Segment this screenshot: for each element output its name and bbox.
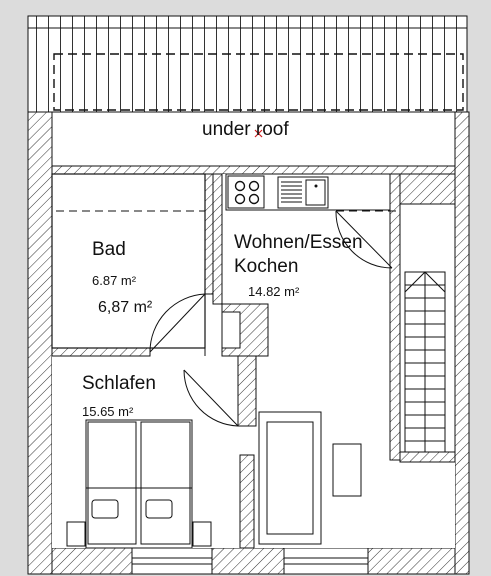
door-swings xyxy=(149,210,393,427)
nightstand-left xyxy=(66,521,86,547)
nightstand-right xyxy=(192,521,212,547)
sink xyxy=(277,176,329,209)
roof-eaves xyxy=(27,15,468,113)
schlafen-room-label: Schlafen xyxy=(82,373,156,394)
center-marker-icon xyxy=(254,129,263,138)
sofa xyxy=(258,411,322,545)
bad-outline xyxy=(51,173,206,349)
schlafen-area: 15.65 m² xyxy=(82,404,134,419)
stove xyxy=(227,175,265,209)
bad-area-small: 6.87 m² xyxy=(92,273,137,288)
wohnen-area: 14.82 m² xyxy=(248,284,300,299)
double-bed xyxy=(85,419,193,549)
kitchen-counter xyxy=(225,173,391,211)
stairs xyxy=(399,203,456,453)
bad-room-label: Bad xyxy=(92,239,126,260)
coffee-table xyxy=(332,443,362,497)
bad-area-large: 6,87 m² xyxy=(98,299,153,316)
under-roof-label: under roof xyxy=(202,119,289,140)
under-roof-band xyxy=(51,111,456,175)
wohnen-label-line1: Wohnen/Essen xyxy=(234,232,363,253)
shaft xyxy=(221,311,241,349)
wohnen-label-line2: Kochen xyxy=(234,256,299,277)
